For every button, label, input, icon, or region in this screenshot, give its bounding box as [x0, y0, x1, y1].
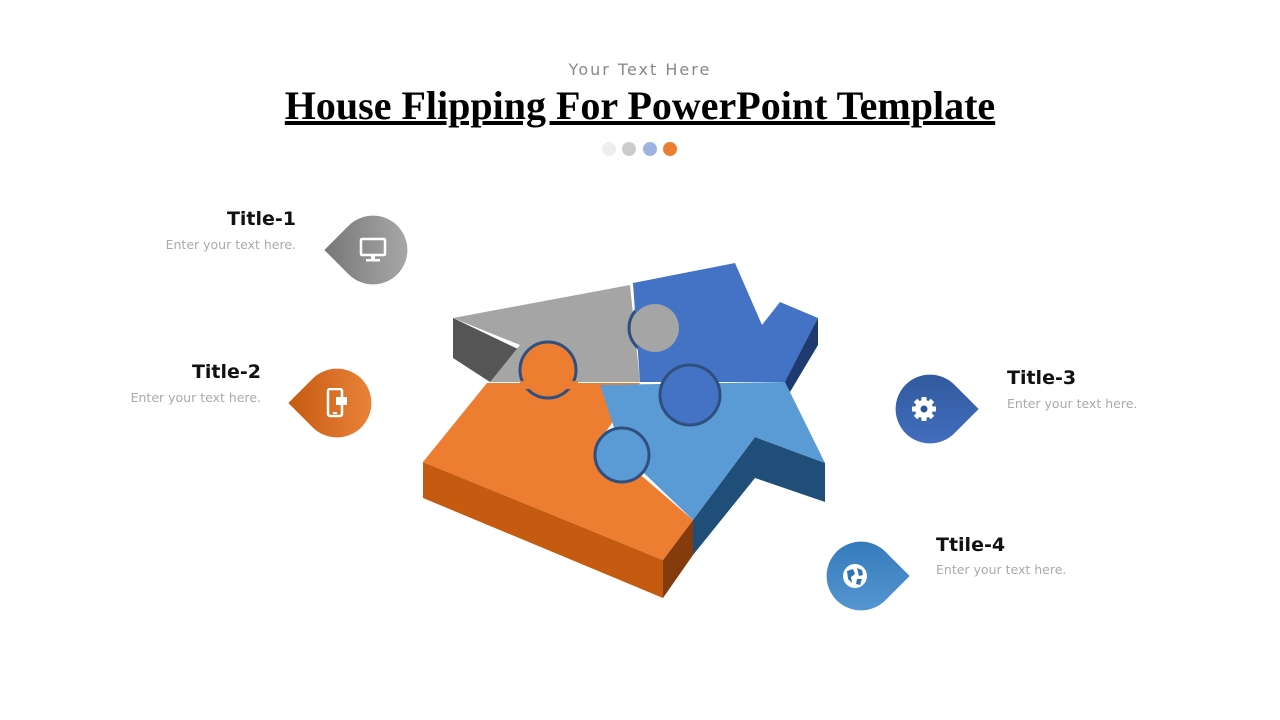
item-4-text: Enter your text here.	[936, 562, 1067, 577]
item-3-pin	[881, 360, 979, 458]
gear-icon	[884, 369, 964, 449]
globe-icon	[815, 536, 895, 616]
item-1-text: Enter your text here.	[165, 237, 296, 252]
lightblue-piece-side	[755, 437, 825, 502]
lightblue-piece-side-2	[693, 437, 755, 555]
decor-dot	[643, 142, 657, 156]
item-3-text: Enter your text here.	[1007, 396, 1138, 411]
blue-piece-side	[783, 318, 818, 392]
monitor-icon	[333, 210, 413, 290]
item-1-title: Title-1	[226, 208, 296, 230]
lightblue-knob	[593, 426, 651, 484]
item-4-pin	[812, 527, 910, 625]
decor-dot	[622, 142, 636, 156]
lightblue-piece	[600, 382, 825, 520]
item-2-text: Enter your text here.	[130, 390, 261, 405]
blue-knob	[658, 363, 722, 427]
orange-piece-side-2	[663, 520, 693, 598]
item-2-title: Title-2	[191, 361, 261, 383]
orange-piece-side	[423, 462, 663, 598]
item-4-title: Ttile-4	[936, 534, 1006, 556]
page-title: House Flipping For PowerPoint Template	[284, 83, 996, 128]
orange-piece	[423, 383, 693, 560]
subtitle: Your Text Here	[568, 60, 712, 79]
blue-piece	[633, 263, 818, 382]
item-2-pin	[288, 354, 386, 452]
orange-knob	[518, 340, 578, 400]
item-3-title: Title-3	[1007, 367, 1077, 389]
gray-piece	[453, 285, 640, 382]
decor-dot	[663, 142, 677, 156]
item-1-pin	[324, 201, 422, 299]
decor-dot	[602, 142, 616, 156]
mobile-chat-icon	[297, 363, 377, 443]
